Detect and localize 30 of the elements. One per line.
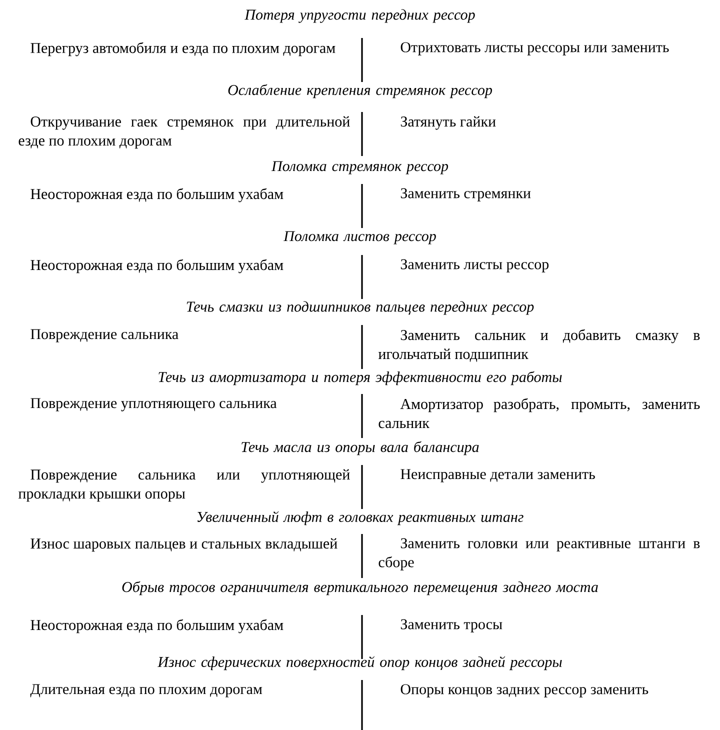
remedy-text: Амортизатор разобрать, промыть, заменить сальник: [378, 398, 700, 428]
cause-text: Перегруз автомобиля и езда по плохим дорогам: [30, 42, 336, 56]
cause-text: Неосторожная езда по большим ухабам: [30, 619, 284, 634]
remedy-text: Неисправные детали заменить: [400, 469, 595, 482]
cause-text: Повреждение сальника: [30, 329, 178, 342]
cause-text: Износ шаровых пальцев и стальных вкладышей: [30, 538, 338, 552]
remedy-text: Опоры концов задних рессор заменить: [400, 684, 648, 698]
cause-text: Повреждение уплотняющего сальника: [30, 398, 277, 412]
cause-text: Неосторожная езда по большим ухабам: [30, 259, 284, 274]
remedy-text: Заменить листы рессор: [400, 259, 549, 272]
cause-text: Повреждение сальника или уплотняющей прокладки крышки опоры: [18, 469, 350, 502]
remedy-text: Заменить стремянки: [400, 188, 531, 202]
fault-heading: Поломка листов рессор: [284, 231, 436, 244]
remedy-text: Заменить сальник и добавить смазку в игольчатый подшипник: [378, 329, 700, 362]
fault-heading: Течь из амортизатора и потеря эффективности его работы: [158, 371, 562, 386]
remedy-text: Заменить головки или реактивные штанги в сборе: [378, 538, 700, 570]
cause-text: Откручивание гаек стремянок при длительной езде по плохим дорогам: [18, 116, 350, 149]
cause-text: Неосторожная езда по большим ухабам: [30, 188, 284, 202]
remedy-text: Заменить тросы: [400, 619, 502, 632]
fault-heading: Увеличенный люфт в головках реактивных штанг: [198, 511, 524, 526]
fault-heading: Ослабление крепления стремянок рессор: [228, 84, 492, 98]
remedy-text: Затянуть гайки: [400, 116, 496, 130]
remedy-text: Отрихтовать листы рессоры или заменить: [400, 42, 669, 56]
fault-heading: Течь смазки из подшипников пальцев передних рессор: [186, 301, 534, 315]
fault-heading: Износ сферических поверхностей опор концов задней рессоры: [158, 656, 562, 670]
cause-text: Длительная езда по плохим дорогам: [30, 684, 262, 698]
fault-heading: Обрыв тросов ограничителя вертикального перемещения заднего моста: [122, 581, 598, 596]
fault-heading: Поломка стремянок рессор: [271, 161, 448, 174]
fault-heading: Потеря упругости передних рессор: [244, 9, 475, 23]
fault-heading: Течь масла из опоры вала балансира: [242, 441, 479, 456]
